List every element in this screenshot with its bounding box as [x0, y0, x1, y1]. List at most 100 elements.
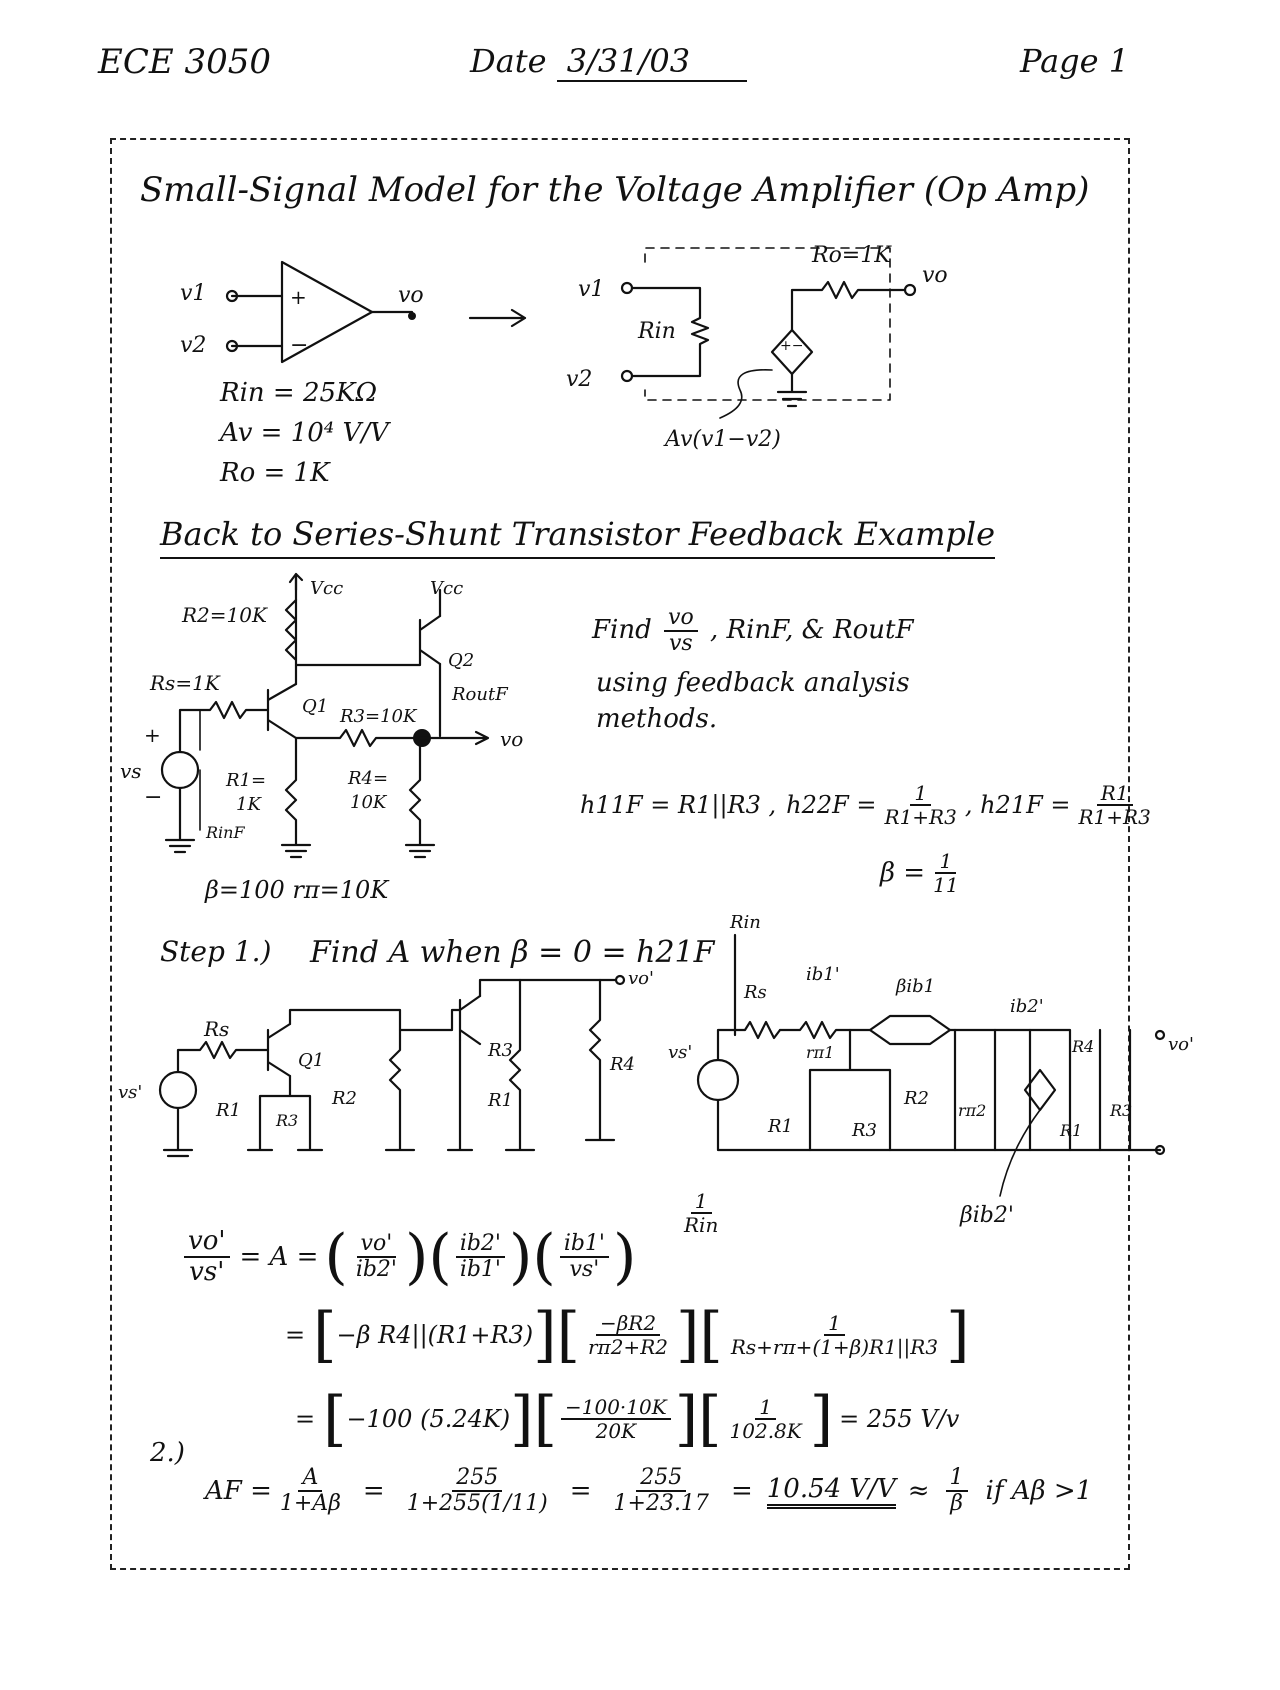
fb-vcc2: Vcc	[430, 578, 463, 599]
line3-t2-den: 20K	[595, 1419, 637, 1443]
line2-term2: −βR2 rπ2+R2	[584, 1312, 672, 1358]
af-frac1: A 1+Aβ	[276, 1465, 345, 1516]
line2-term1: −β R4||(R1+R3)	[336, 1321, 534, 1349]
line2-t3-num: 1	[824, 1312, 845, 1336]
opamp-in2: v2	[180, 333, 206, 358]
line3-term1: −100 (5.24K)	[346, 1405, 511, 1433]
s1-r1: R1	[215, 1100, 241, 1121]
r-rpi2: rπ2	[958, 1101, 986, 1120]
s1-q1: Q1	[298, 1050, 324, 1071]
model-ro: Ro=1K	[811, 243, 892, 268]
term3-num: ib1'	[559, 1231, 609, 1258]
bracket-close-3c: ]	[809, 1384, 834, 1454]
af-frac2: 255 1+255(1/11)	[403, 1465, 552, 1516]
eq-line-3: = [ −100 (5.24K) ][ −100·10K 20K ][ 1 10…	[295, 1384, 959, 1454]
term2: ib2' ib1'	[455, 1231, 505, 1282]
fb-minus: −	[144, 785, 162, 810]
bracket-close-3: ]	[946, 1300, 970, 1370]
param-ro: Ro = 1K	[220, 458, 330, 488]
fb-r4b: 10K	[350, 792, 388, 813]
af-f3-den: 1+23.17	[613, 1491, 709, 1517]
r-bib1: βib1	[895, 976, 935, 997]
opamp-model: +− Rin Ro=1K vo v1 v2 Av(v1−v2)	[566, 243, 948, 452]
af-cond: if Aβ >1	[985, 1476, 1093, 1507]
beta-frac: 1 11	[929, 850, 962, 896]
fb-r1b: 1K	[236, 794, 262, 815]
bracket-open: [	[313, 1300, 337, 1370]
af-frac3: 255 1+23.17	[610, 1465, 713, 1517]
term1-num: vo'	[356, 1231, 397, 1258]
term2-den: ib1'	[459, 1257, 501, 1282]
opamp-plus: +	[290, 285, 307, 309]
date-label: Date	[470, 42, 547, 80]
fb-r3: R3=10K	[339, 706, 418, 727]
beta-den: 11	[933, 873, 959, 897]
s1-rs: Rs	[203, 1017, 229, 1041]
bracket-open-3: [	[323, 1384, 347, 1454]
fb-plus: +	[144, 723, 161, 747]
af-f1-num: A	[298, 1465, 323, 1493]
af-result: 10.54 V/V	[766, 1474, 896, 1509]
beta-num: 1	[935, 850, 957, 874]
r-rpi1: rπ1	[806, 1043, 834, 1062]
task-frac-den: vs	[669, 631, 693, 657]
task-frac-num: vo	[664, 605, 698, 633]
s1-r1b: R1	[487, 1090, 513, 1111]
course-label: ECE 3050	[98, 42, 271, 82]
transform-arrow	[468, 308, 527, 328]
paren-close-3: )	[612, 1222, 637, 1292]
h22f-lhs: h22F =	[786, 791, 877, 819]
h-params: h11F = R1||R3 , h22F = 1 R1+R3 , h21F = …	[580, 782, 1159, 828]
af-f2-num: 255	[452, 1465, 503, 1493]
rin-annotation: 1 Rin	[676, 1190, 726, 1236]
fb-rinf: RinF	[205, 823, 245, 842]
h21f-den: R1+R3	[1078, 805, 1151, 829]
eq-af: AF = A 1+Aβ = 255 1+255(1/11) = 255 1+23…	[205, 1465, 1093, 1517]
beta-lhs: β =	[880, 858, 926, 888]
feedback-circuit: Rs=1K R2=10K Vcc Vcc Q1 Q2 R3=10K R1= 1K…	[120, 572, 523, 859]
line3-t3-num: 1	[755, 1396, 776, 1420]
term1: vo' ib2'	[352, 1231, 401, 1282]
fb-vo: vo	[500, 727, 523, 751]
task-line-1: Find vo vs , RinF, & RoutF	[592, 605, 914, 657]
fb-q2: Q2	[448, 650, 474, 671]
step1-right-circuit: Rin Rs ib1' rπ1 βib1 R1 R3 R2 rπ2 ib2' R…	[668, 912, 1194, 1228]
fb-r4: R4=	[347, 768, 388, 789]
model-vo: vo	[922, 263, 948, 288]
a-lhs: vo' vs'	[184, 1227, 230, 1286]
bracket-close-2: ][	[675, 1300, 723, 1370]
h22f-frac: 1 R1+R3	[881, 782, 961, 828]
a-eq: = A =	[239, 1242, 319, 1272]
line3-result: = 255 V/v	[839, 1405, 960, 1433]
bracket-close: ][	[533, 1300, 580, 1370]
line3-t3-den: 102.8K	[729, 1419, 802, 1443]
s1-r2: R2	[331, 1088, 357, 1109]
line3-term2: −100·10K 20K	[561, 1396, 671, 1442]
fb-q1: Q1	[302, 696, 328, 717]
r-r4: R4	[1071, 1037, 1094, 1056]
transistor-params: β=100 rπ=10K	[205, 876, 389, 904]
line3-t2-num: −100·10K	[561, 1396, 671, 1420]
r-ib2: ib2'	[1010, 996, 1044, 1017]
bracket-mid-3: ][	[510, 1384, 557, 1454]
section2-title: Back to Series-Shunt Transistor Feedback…	[160, 515, 996, 559]
model-v1: v1	[578, 277, 604, 302]
paren-open: (	[324, 1222, 348, 1292]
line2-term3: 1 Rs+rπ+(1+β)R1||R3	[727, 1312, 942, 1358]
r-vo: vo'	[1168, 1034, 1194, 1055]
af-eq2: =	[569, 1476, 592, 1507]
af-approx-num: 1	[945, 1465, 968, 1493]
beta-value: β = 1 11	[880, 850, 967, 896]
param-av: Av = 10⁴ V/V	[220, 418, 389, 448]
task-fraction: vo vs	[664, 605, 698, 657]
paren-close-2: )(	[508, 1222, 556, 1292]
model-v2: v2	[566, 367, 592, 392]
r-vs: vs'	[668, 1042, 692, 1063]
r-r1: R1	[767, 1116, 793, 1137]
step1-left-circuit: Rs Q1 R1 R3 R2 R3 R1 R4 vo' vs'	[118, 968, 654, 1158]
eq-line-1: vo' vs' = A = ( vo' ib2' )( ib2' ib1' )(…	[180, 1222, 636, 1292]
bracket-mid-3b: ][	[674, 1384, 722, 1454]
model-rin: Rin	[637, 319, 676, 344]
task-line-2: using feedback analysis	[596, 668, 910, 698]
